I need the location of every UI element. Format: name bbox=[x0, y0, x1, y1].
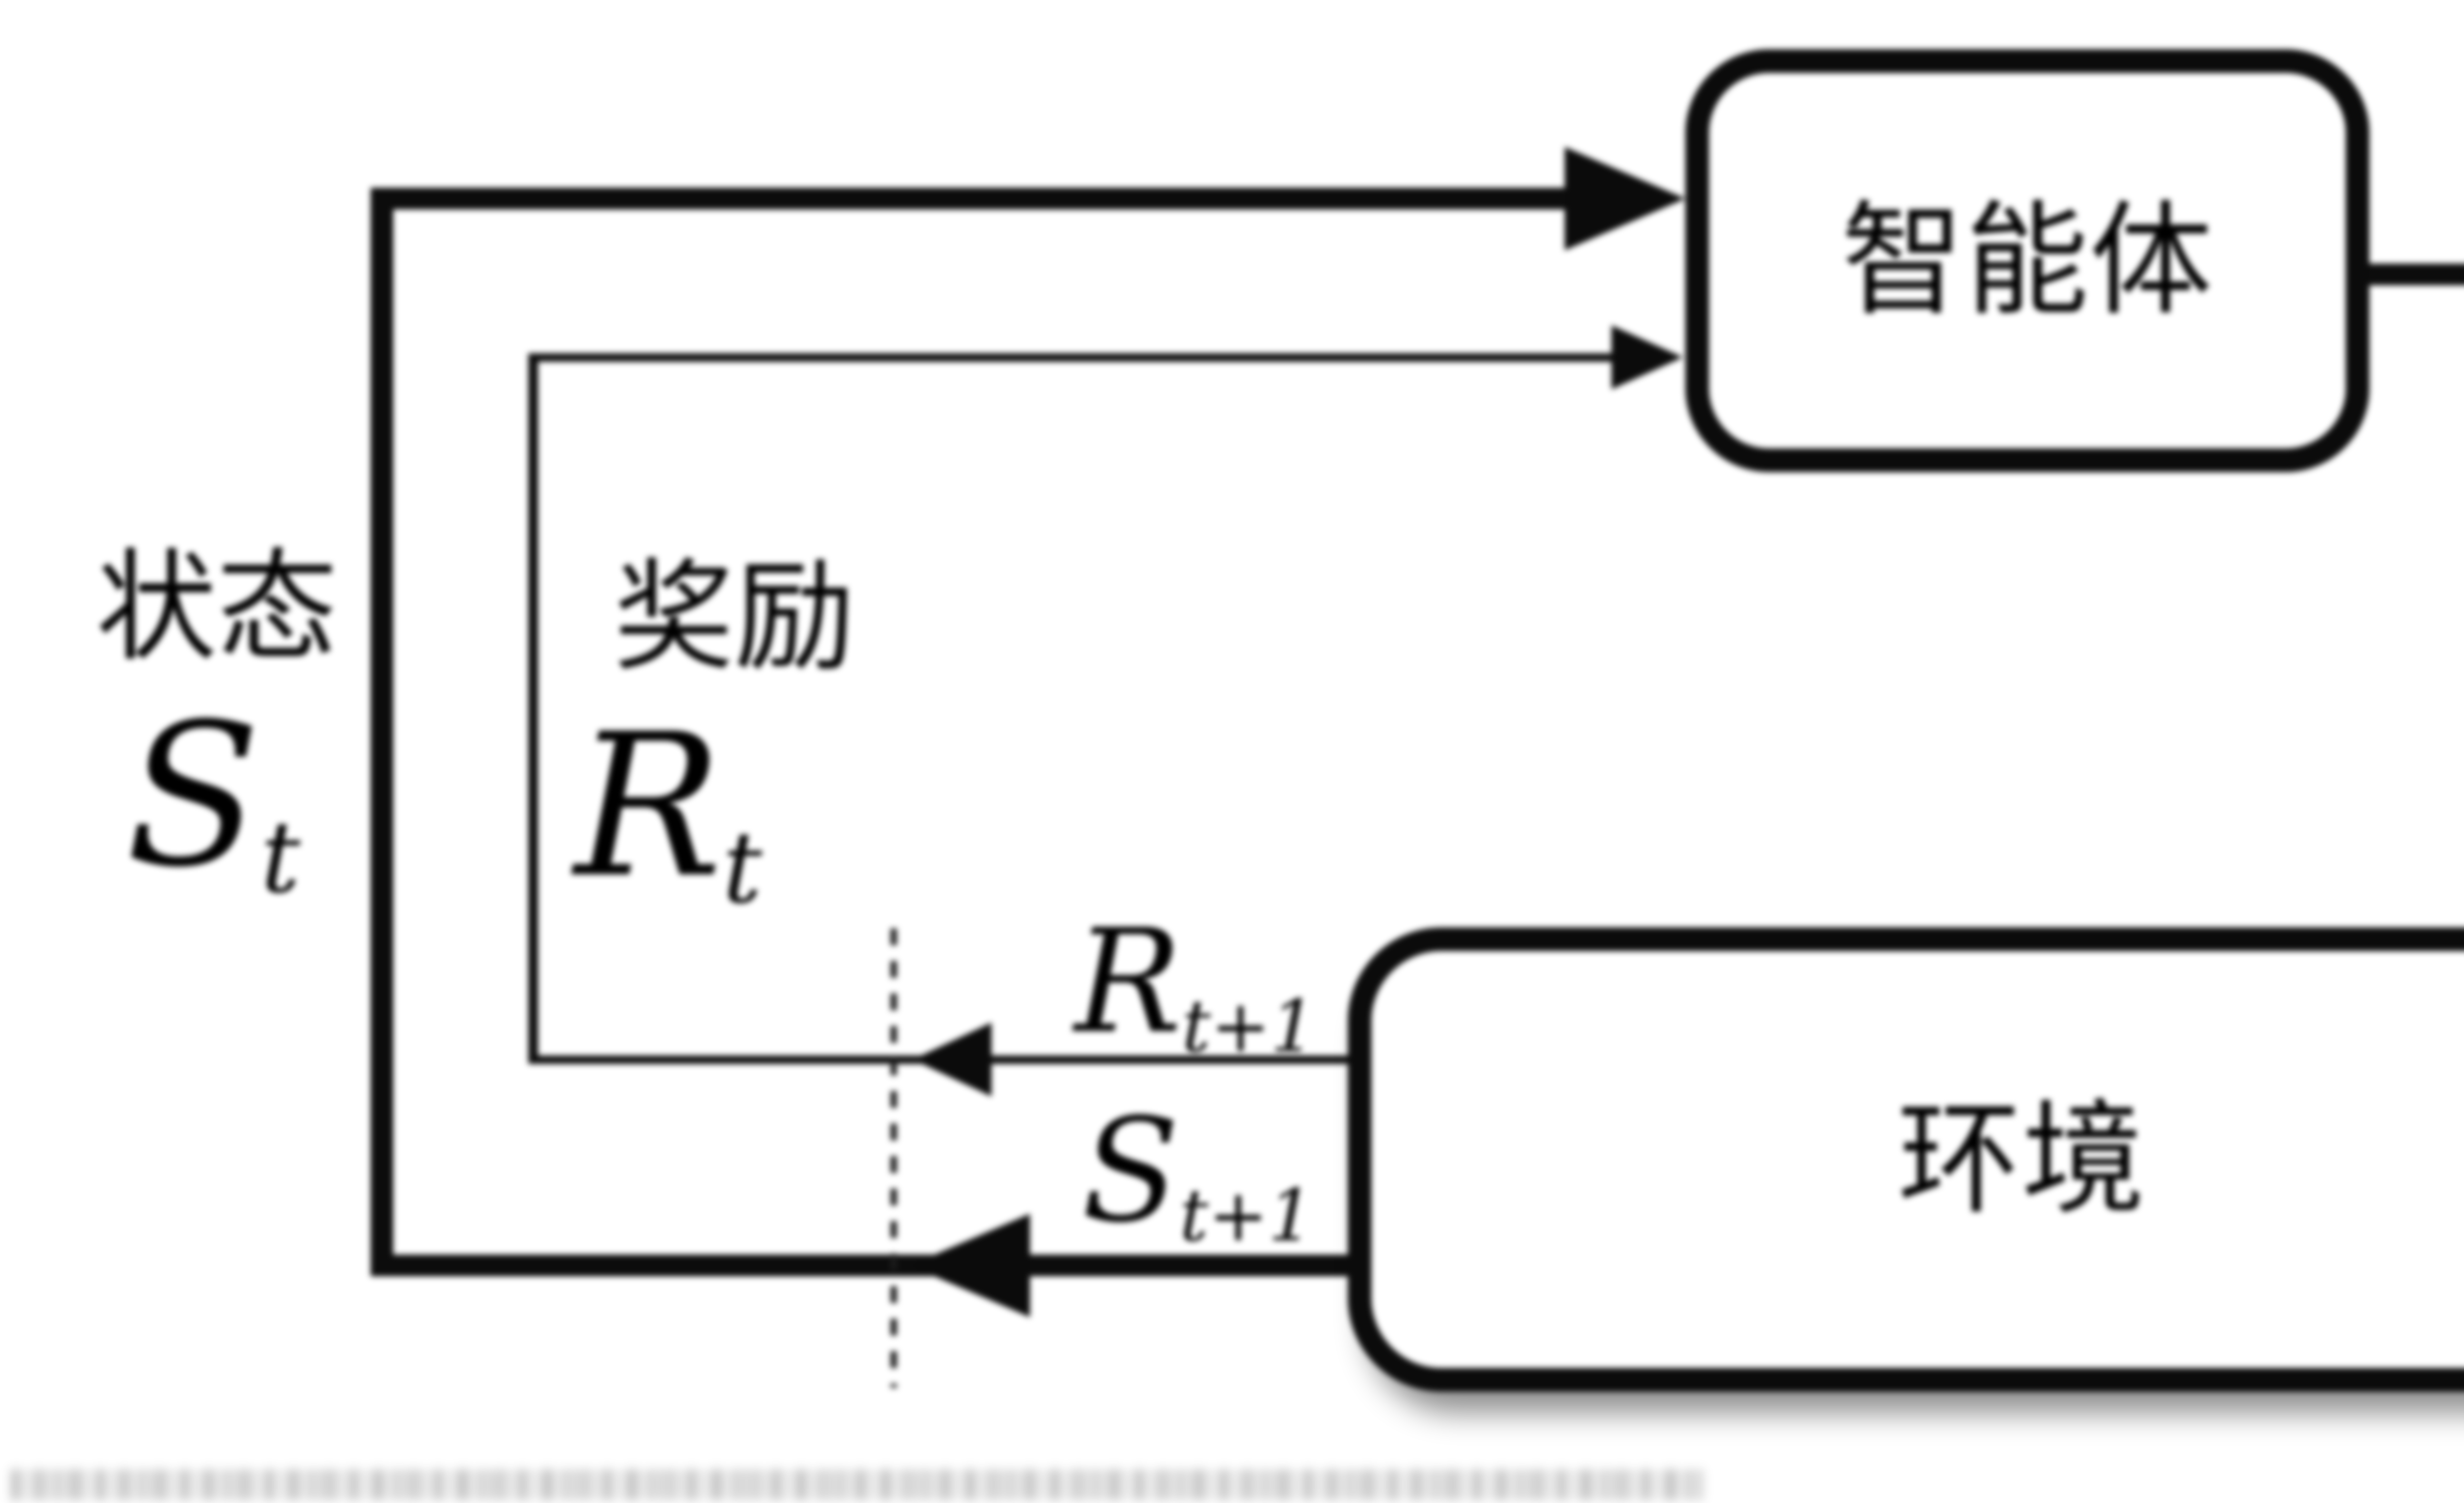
next-state-line-horizontal bbox=[371, 1255, 1348, 1276]
next-state-symbol: St+1 bbox=[1082, 1088, 1314, 1258]
environment-node-label: 环境 bbox=[1897, 1088, 2146, 1231]
agent-node: 智能体 bbox=[1685, 49, 2369, 472]
state-line-vertical bbox=[371, 188, 393, 1276]
reward-label: 奖励 bbox=[614, 547, 855, 687]
reward-symbol: Rt bbox=[574, 692, 762, 925]
state-line-top-horizontal bbox=[371, 188, 1570, 209]
reward-line-vertical bbox=[528, 353, 538, 1063]
action-line-top-horizontal bbox=[2361, 264, 2464, 285]
reward-line-top-horizontal bbox=[528, 353, 1614, 362]
next-state-arrowhead bbox=[909, 1214, 1030, 1317]
next-reward-symbol: Rt+1 bbox=[1074, 899, 1316, 1068]
reward-to-agent-arrowhead bbox=[1611, 325, 1683, 389]
state-label: 状态 bbox=[96, 537, 338, 678]
state-symbol: St bbox=[126, 682, 301, 915]
agent-node-label: 智能体 bbox=[1841, 189, 2214, 332]
truncated-caption-artifact bbox=[12, 1469, 1703, 1500]
next-reward-arrowhead bbox=[913, 1023, 992, 1096]
time-step-dashed-line bbox=[890, 928, 897, 1388]
environment-node: 环境 bbox=[1348, 927, 2464, 1392]
state-to-agent-arrowhead bbox=[1565, 147, 1685, 250]
